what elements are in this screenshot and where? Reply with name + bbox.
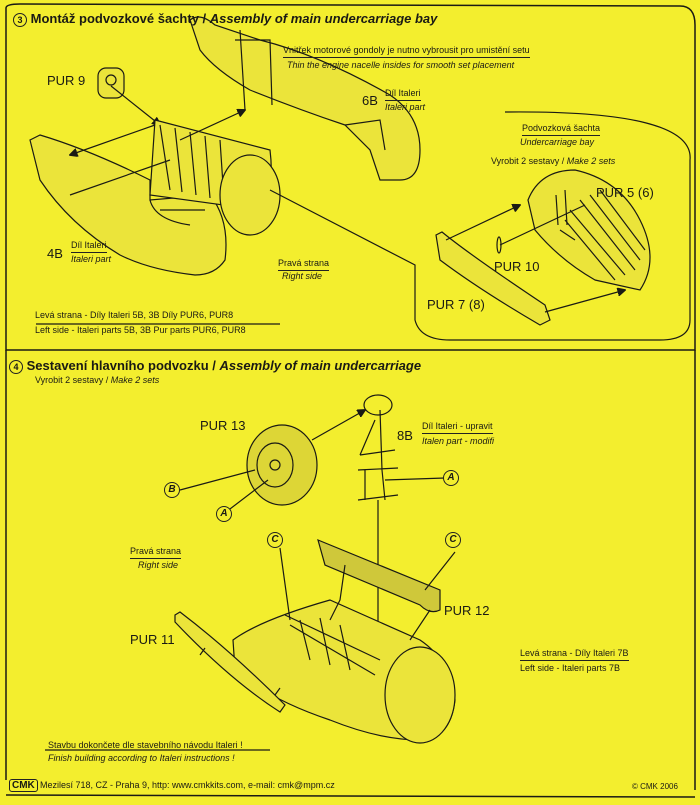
sets-en: Make 2 sets [566, 156, 616, 166]
bay-cz: Podvozková šachta [522, 123, 601, 136]
nacelle-part-6b-drawing [189, 16, 421, 181]
right-side-en: Right side [282, 271, 323, 281]
footer-line [5, 794, 696, 798]
footer-copyright: © CMK 2006 [632, 782, 678, 791]
left-side-cz: Levá strana - Díly Italeri 5B, 3B Díly P… [35, 310, 234, 320]
pur7-plate-drawing [435, 231, 551, 326]
title-cz: Sestavení hlavního podvozku / [26, 358, 216, 373]
callout-a: A [443, 470, 459, 486]
left-side-en: Left side - Italeri parts 7B [520, 663, 621, 673]
pur9-label: PUR 9 [47, 73, 86, 88]
section3-border [5, 3, 696, 351]
sets-en: Make 2 sets [110, 375, 160, 385]
part-6b-en: Italeri part [385, 102, 426, 112]
callout-a: A [216, 506, 232, 522]
callout-c: C [445, 532, 461, 548]
callout-b: B [164, 482, 180, 498]
part-8b-cz: Díl Italeri - upravit [422, 421, 493, 434]
pur12-panel-drawing [317, 538, 441, 613]
finish-cz: Stavbu dokončete dle stavebního návodu I… [48, 740, 243, 750]
section3-title: 3 Montáž podvozkové šachty / Assembly of… [13, 11, 437, 27]
part-8b-code: 8B [397, 428, 413, 443]
section4-sets: Vyrobit 2 sestavy / Make 2 sets [35, 375, 159, 386]
step-number: 4 [9, 360, 23, 374]
right-side-cz: Pravá strana [278, 258, 330, 271]
pur5-bay-drawing [527, 169, 651, 291]
bay-en: Undercarriage bay [520, 137, 595, 147]
callout-c: C [267, 532, 283, 548]
pur5-label: PUR 5 (6) [596, 185, 654, 200]
title-en: Assembly of main undercarriage bay [209, 11, 438, 26]
title-en: Assembly of main undercarriage [219, 358, 422, 373]
pur7-label: PUR 7 (8) [427, 297, 485, 312]
part-4b-code: 4B [47, 246, 63, 261]
pur13-wheel-drawing [246, 424, 318, 506]
part-6b-code: 6B [362, 93, 378, 108]
sets-cz: Vyrobit 2 sestavy / [35, 375, 109, 385]
pur10-part-drawing [496, 236, 502, 254]
part-8b-en: Italen part - modifi [422, 436, 495, 446]
right-side-en: Right side [138, 560, 179, 570]
footer-address: Mezilesí 718, CZ - Praha 9, http: www.cm… [40, 780, 335, 790]
lower-nacelle-drawing [232, 599, 456, 744]
inset-box [269, 111, 691, 341]
step-number: 3 [13, 13, 27, 27]
part-4b-cz: Díl Italeri [71, 240, 107, 253]
part-6b-cz: Díl Italeri [385, 88, 421, 101]
pur10-label: PUR 10 [494, 259, 540, 274]
right-side-cz: Pravá strana [130, 546, 182, 559]
nacelle-part-4b-drawing [29, 119, 281, 276]
cmk-logo: CMK [9, 779, 38, 792]
page-border [5, 350, 696, 790]
pur13-label: PUR 13 [200, 418, 246, 433]
sets-cz: Vyrobit 2 sestavy / [491, 156, 565, 166]
part-4b-en: Italeri part [71, 254, 112, 264]
pur11-label: PUR 11 [130, 632, 175, 647]
title-cz: Montáž podvozkové šachty / [30, 11, 207, 26]
pur12-label: PUR 12 [444, 603, 490, 618]
left-side-cz: Levá strana - Díly Italeri 7B [520, 648, 629, 661]
finish-en: Finish building according to Italeri ins… [48, 753, 235, 763]
bay-sets: Vyrobit 2 sestavy / Make 2 sets [491, 156, 615, 167]
left-side-en: Left side - Italeri parts 5B, 3B Pur par… [35, 325, 246, 335]
note-cz: Vnitřek motorové gondoly je nutno vybrou… [283, 45, 530, 58]
note-en: Thin the engine nacelle insides for smoo… [287, 60, 515, 70]
section4-title: 4 Sestavení hlavního podvozku / Assembly… [9, 358, 421, 374]
